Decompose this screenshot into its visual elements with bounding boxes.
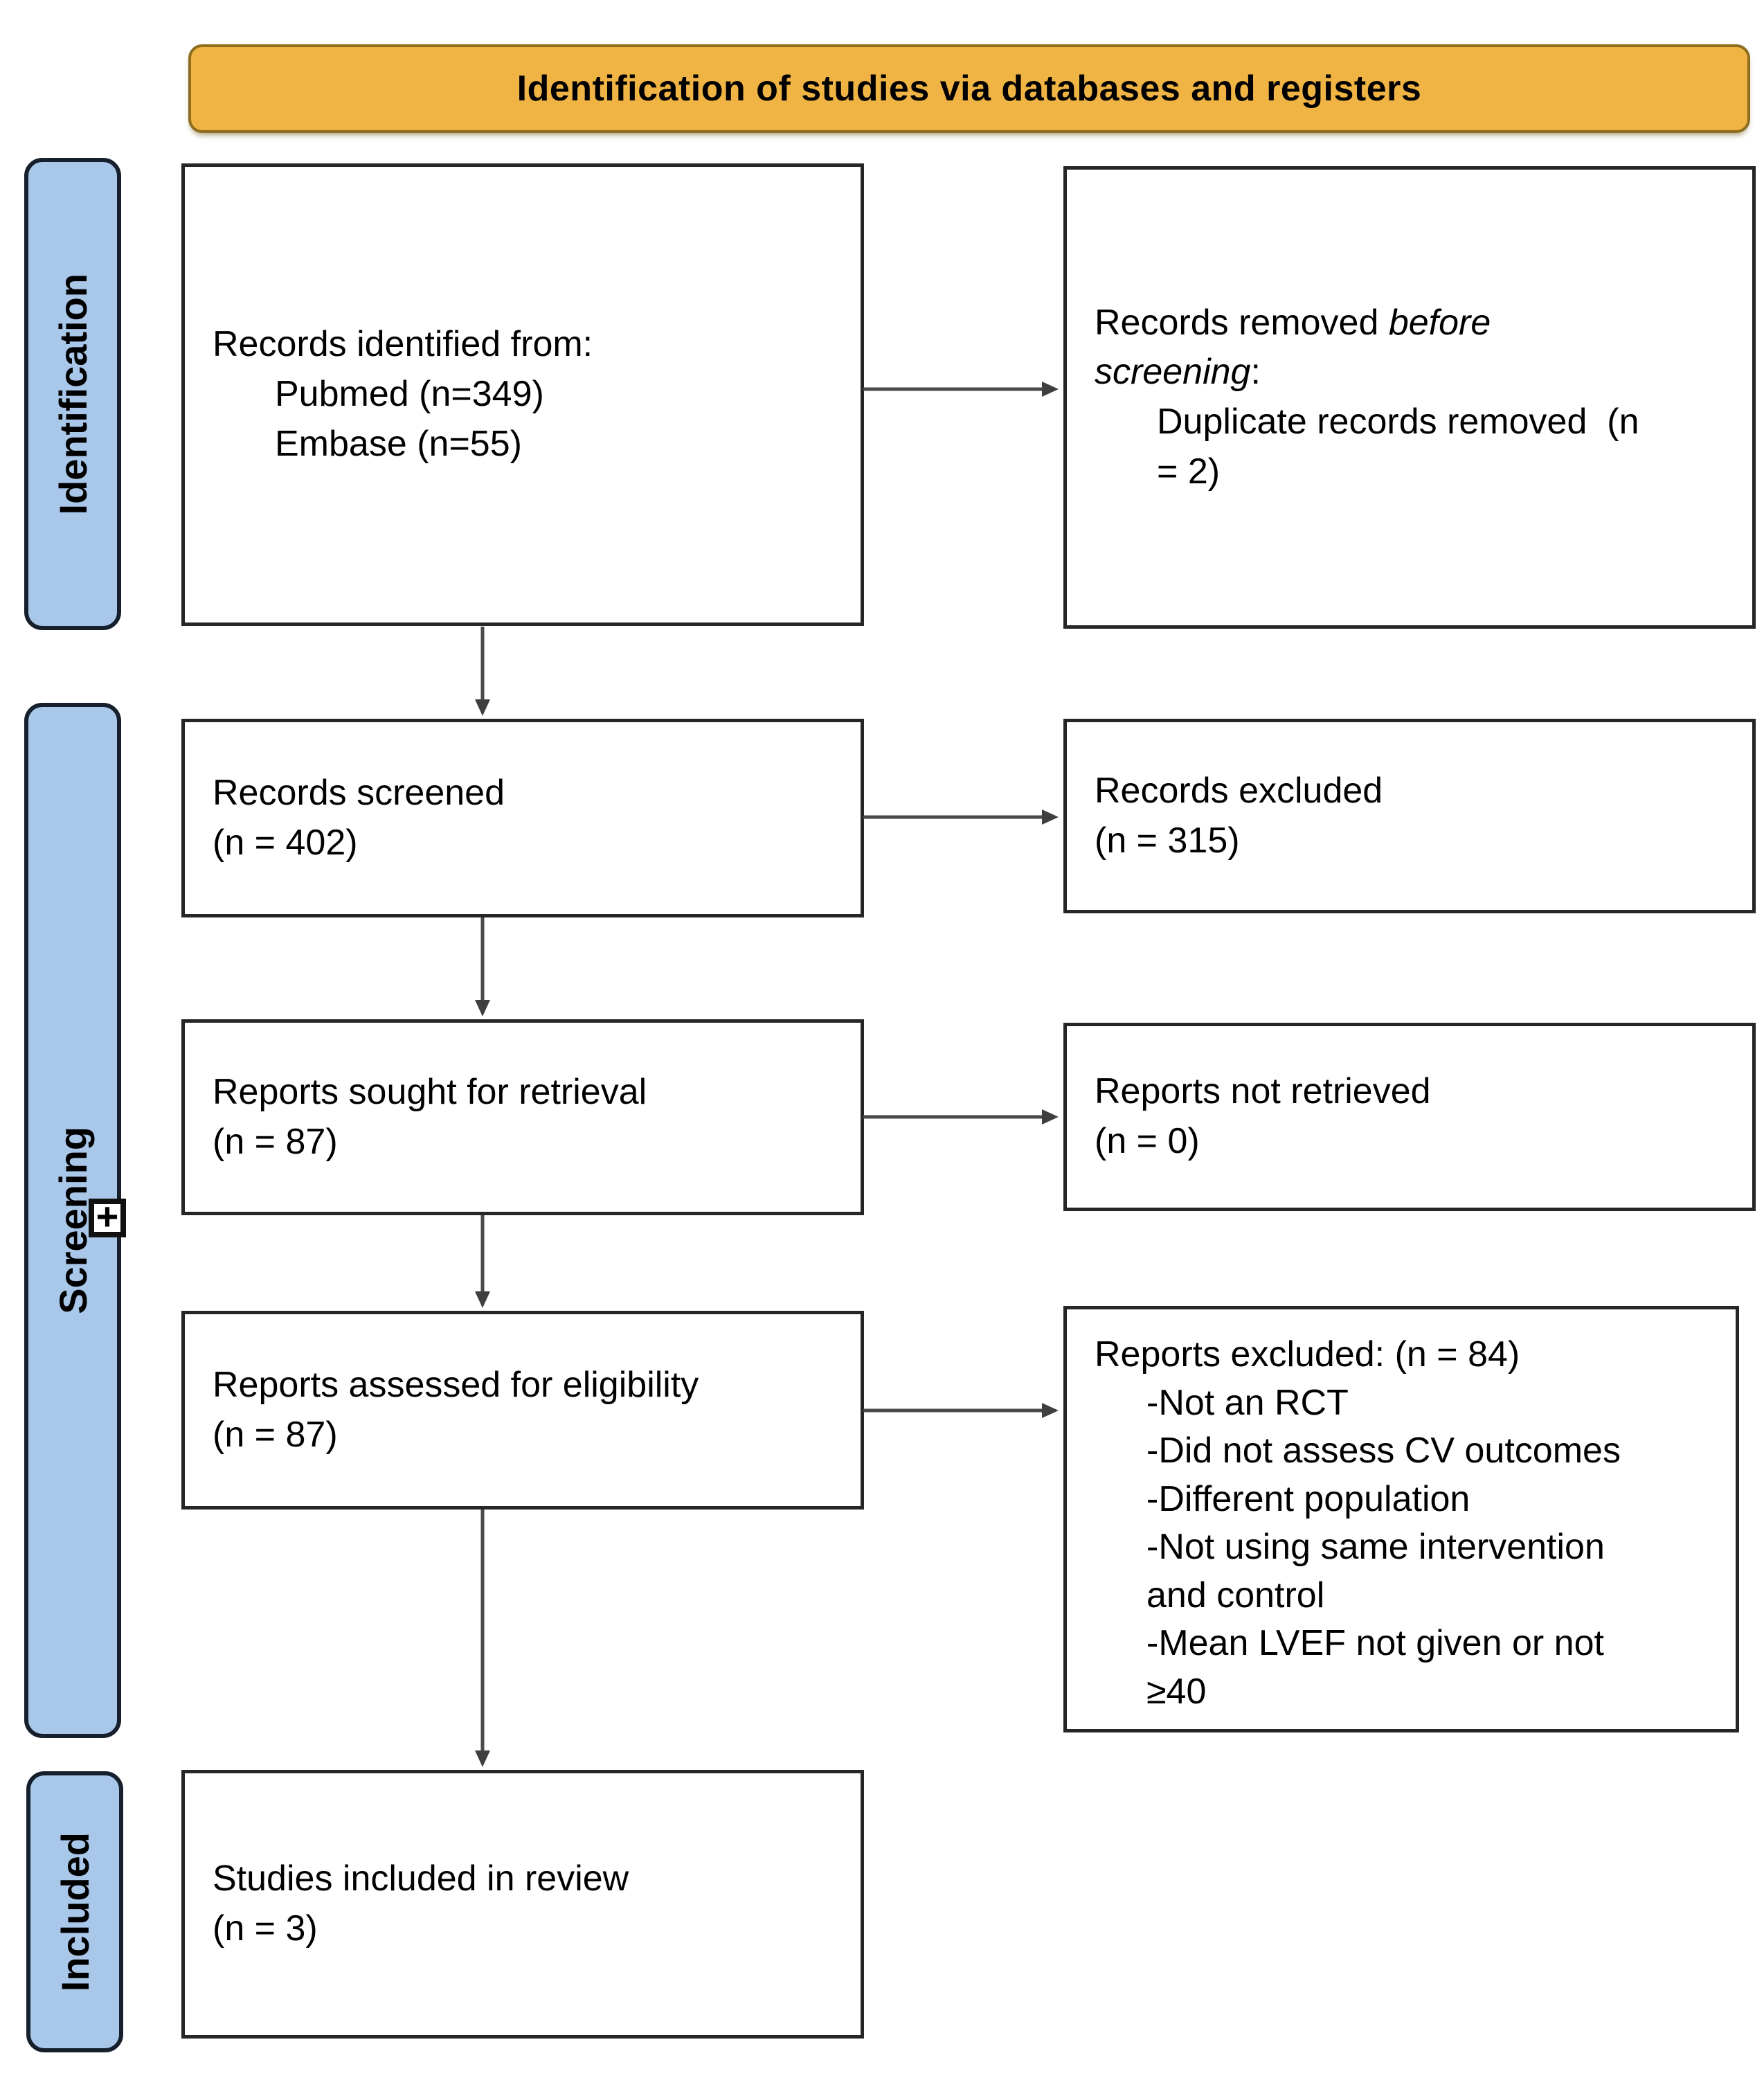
text-run-italic: before [1388, 302, 1491, 343]
reports-assessed-line1: Reports assessed for eligibility [213, 1364, 699, 1405]
arrow-assessed-to-reports-excluded [863, 1403, 1059, 1418]
reports-excluded-item: -Different population [1146, 1478, 1470, 1519]
banner-title: Identification of studies via databases … [516, 69, 1422, 109]
reports-not-retrieved-line1: Reports not retrieved [1095, 1071, 1431, 1112]
studies-included-line2: (n = 3) [213, 1908, 318, 1949]
box-records-identified: Records identified from: Pubmed (n=349) … [181, 163, 864, 626]
records-screened-line1: Records screened [213, 772, 505, 813]
reports-assessed-line2: (n = 87) [213, 1414, 338, 1455]
records-excluded-line1: Records excluded [1095, 770, 1383, 811]
records-removed-line1: Records removed before [1095, 298, 1731, 348]
text-run-regular: : [1250, 352, 1261, 393]
records-identified-line1: Records identified from: [213, 324, 593, 365]
reports-excluded-item: and control [1146, 1575, 1325, 1615]
reports-excluded-item: ≥40 [1146, 1671, 1207, 1712]
stage-bar-included: Included [26, 1771, 123, 2052]
stage-label-included: Included [53, 1831, 97, 1992]
arrow-identified-to-removed [863, 382, 1059, 397]
stage-bar-identification: Identification [24, 158, 121, 630]
box-reports-sought: Reports sought for retrieval (n = 87) [181, 1019, 864, 1215]
reports-sought-line1: Reports sought for retrieval [213, 1071, 647, 1112]
expand-icon[interactable]: + [89, 1194, 126, 1238]
box-reports-excluded: Reports excluded: (n = 84) -Not an RCT -… [1063, 1306, 1739, 1732]
reports-excluded-item: -Not an RCT [1146, 1382, 1349, 1423]
records-removed-line4: = 2) [1157, 451, 1221, 492]
records-removed-line3: Duplicate records removed (n [1157, 402, 1639, 442]
text-run-regular: Records removed [1095, 302, 1389, 343]
records-screened-line2: (n = 402) [213, 822, 358, 863]
box-records-removed: Records removed before screening: Duplic… [1063, 166, 1756, 629]
box-studies-included: Studies included in review (n = 3) [181, 1770, 864, 2039]
arrow-sought-to-not-retrieved [863, 1109, 1059, 1125]
box-reports-assessed: Reports assessed for eligibility (n = 87… [181, 1311, 864, 1510]
records-removed-line2: screening: [1095, 348, 1731, 397]
records-excluded-line2: (n = 315) [1095, 820, 1240, 861]
reports-excluded-item: -Not using same intervention [1146, 1527, 1605, 1567]
arrow-screened-to-sought [475, 917, 490, 1016]
studies-included-line1: Studies included in review [213, 1858, 629, 1899]
box-reports-not-retrieved: Reports not retrieved (n = 0) [1063, 1023, 1756, 1211]
reports-excluded-item: -Did not assess CV outcomes [1146, 1431, 1621, 1471]
reports-excluded-title: Reports excluded: (n = 84) [1095, 1334, 1520, 1374]
box-records-excluded: Records excluded (n = 315) [1063, 719, 1756, 913]
reports-not-retrieved-line2: (n = 0) [1095, 1121, 1200, 1161]
reports-sought-line2: (n = 87) [213, 1121, 338, 1162]
text-run-italic: screening [1095, 352, 1251, 393]
records-identified-line3: Embase (n=55) [275, 423, 522, 464]
box-records-screened: Records screened (n = 402) [181, 719, 864, 917]
banner: Identification of studies via databases … [188, 44, 1750, 133]
arrow-identified-to-screened [475, 627, 490, 716]
arrow-sought-to-assessed [475, 1215, 490, 1308]
arrow-screened-to-excluded [863, 809, 1059, 825]
reports-excluded-item: -Mean LVEF not given or not [1146, 1623, 1604, 1663]
plus-glyph: + [96, 1194, 119, 1238]
records-identified-line2: Pubmed (n=349) [275, 374, 544, 415]
stage-label-identification: Identification [51, 273, 95, 515]
arrow-assessed-to-included [475, 1510, 490, 1767]
